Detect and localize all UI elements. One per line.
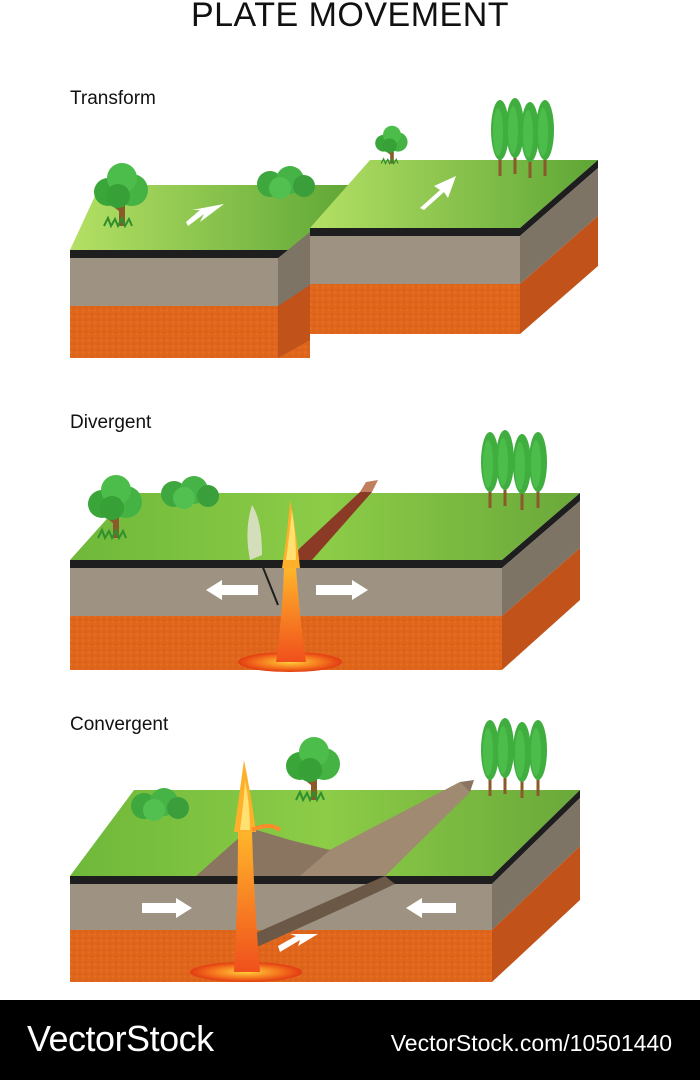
- poplar-icon: [481, 720, 499, 796]
- panel-label-divergent: Divergent: [70, 412, 152, 433]
- bush-icon: [161, 476, 219, 509]
- arrow-down-left-icon: [186, 204, 224, 226]
- steam: [247, 505, 262, 560]
- plate-movement-diagram: [70, 98, 598, 982]
- magma-column: [276, 568, 306, 662]
- arrow-right-icon: [142, 898, 192, 918]
- panel-label-transform: Transform: [70, 88, 156, 109]
- tree-small-icon: [374, 124, 409, 165]
- divergent-block: [70, 430, 580, 672]
- transform-right-surface: [310, 160, 598, 228]
- footer-url[interactable]: VectorStock.com/10501440: [390, 1030, 672, 1056]
- bush-icon: [257, 166, 315, 199]
- arrow-up-right-icon: [420, 176, 456, 210]
- brand-logo[interactable]: VectorStock: [27, 1018, 214, 1059]
- transform-left-mantle: [70, 306, 310, 358]
- convergent-block: [70, 718, 580, 982]
- footer-bar: [0, 1000, 700, 1080]
- panel-label-convergent: Convergent: [70, 714, 169, 735]
- transform-left-crust: [70, 258, 310, 306]
- rift: [290, 492, 372, 560]
- magma-column: [234, 832, 260, 972]
- transform-block: [70, 98, 598, 358]
- arrow-right-icon: [316, 580, 368, 600]
- subducting-plate: [240, 876, 395, 950]
- arrow-left-icon: [406, 898, 456, 918]
- arrow-down-left-icon: [278, 934, 318, 952]
- page-title: PLATE MOVEMENT: [190, 0, 510, 34]
- arrow-left-icon: [206, 580, 258, 600]
